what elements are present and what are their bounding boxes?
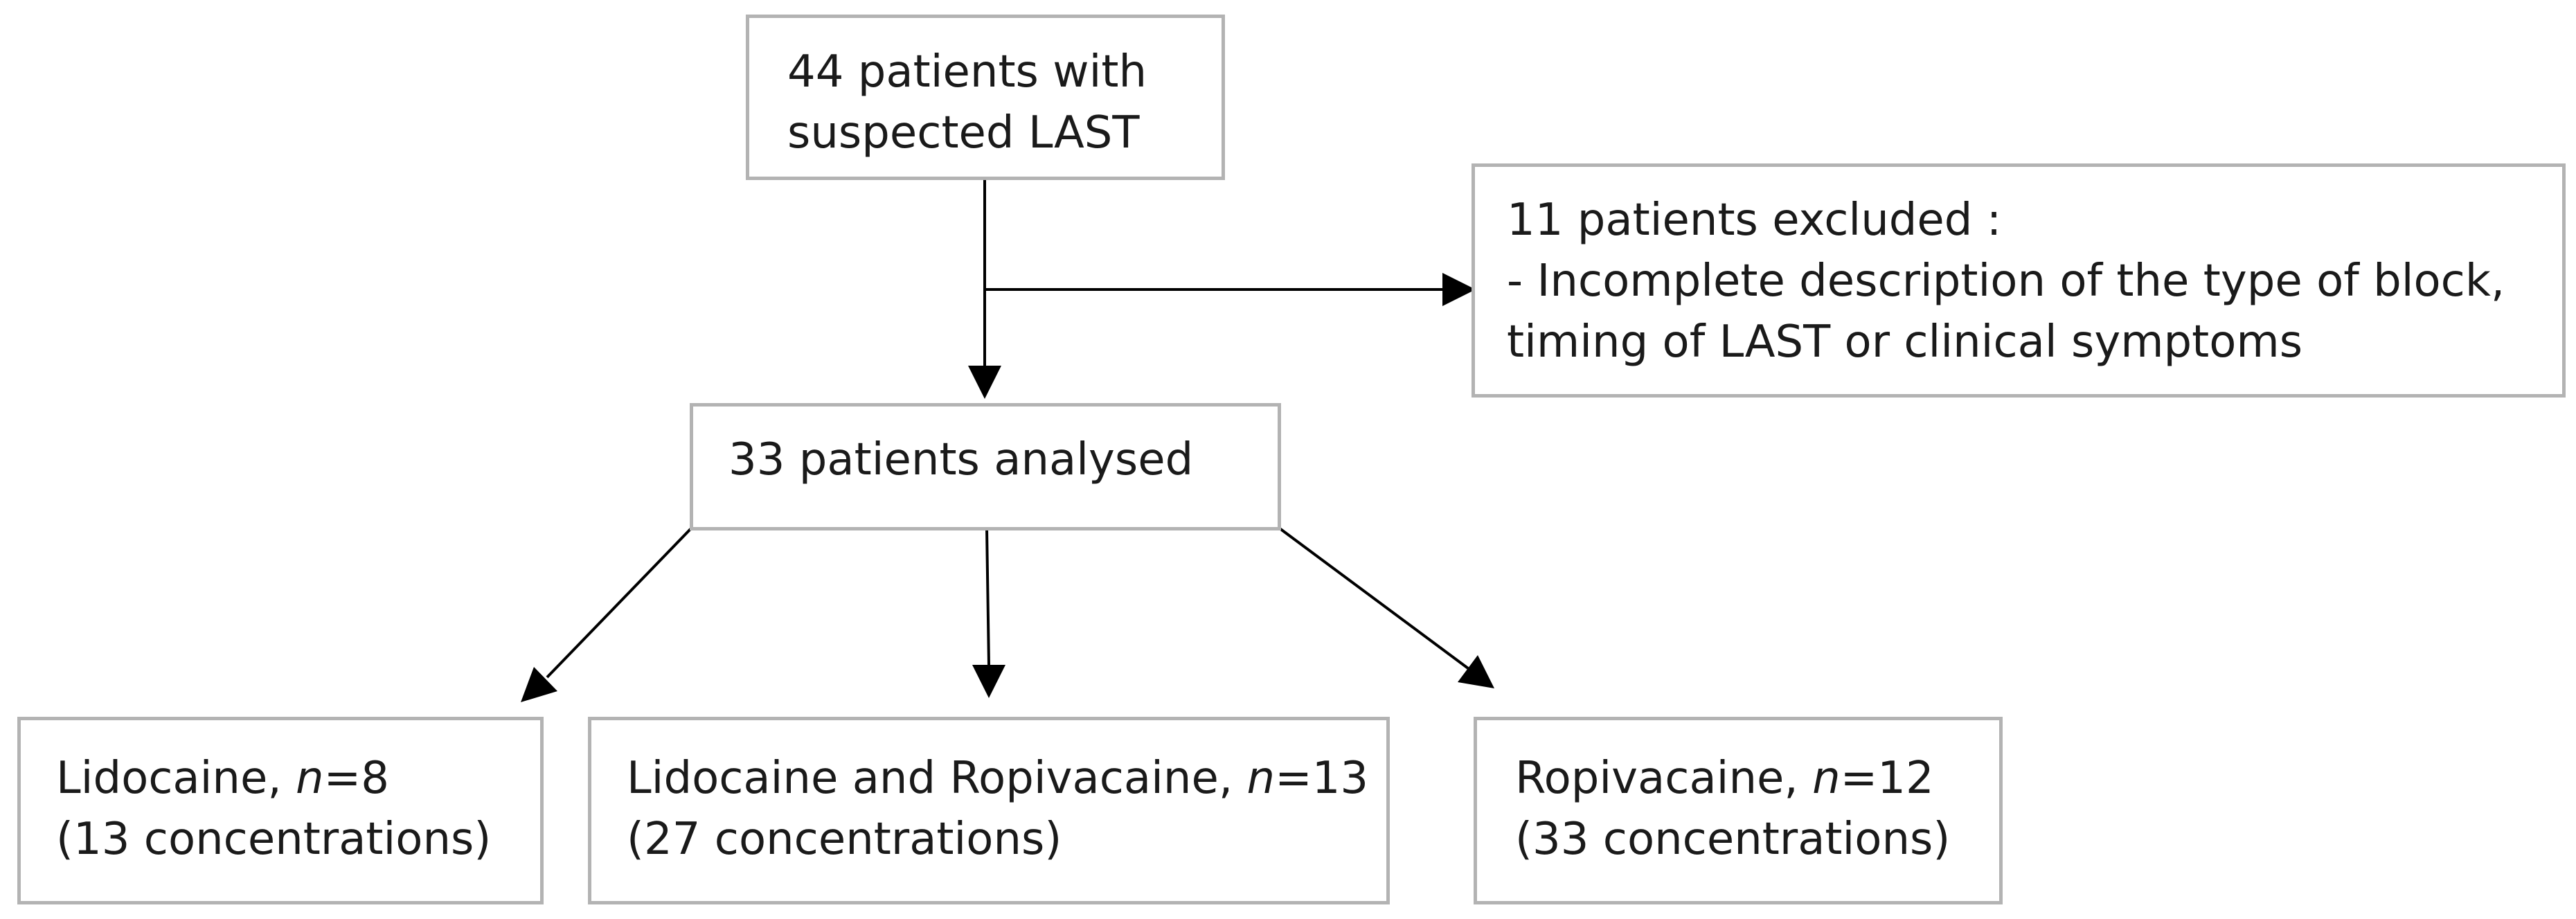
start-box-text: 44 patients with suspected LAST xyxy=(787,42,1147,163)
lidocaine-n-symbol: n xyxy=(296,753,324,804)
lidocaine-ropivacaine-n-symbol: n xyxy=(1246,753,1276,804)
excluded-line-2: - Incomplete description of the type of … xyxy=(1507,256,2505,307)
excluded-box-text: 11 patients excluded : - Incomplete desc… xyxy=(1507,190,2505,373)
lidocaine-ropivacaine-label: Lidocaine and Ropivacaine, xyxy=(627,753,1247,804)
excluded-line-1: 11 patients excluded : xyxy=(1507,195,2002,246)
arrowhead-lidocaine xyxy=(521,667,557,702)
excluded-box: 11 patients excluded : - Incomplete desc… xyxy=(1472,163,2566,398)
ropivacaine-label: Ropivacaine, xyxy=(1515,753,1813,804)
ropivacaine-line-1: Ropivacaine, n=12 xyxy=(1515,748,1950,809)
ropivacaine-box-text: Ropivacaine, n=12 (33 concentrations) xyxy=(1515,748,1950,870)
start-box: 44 patients with suspected LAST xyxy=(746,15,1225,180)
lidocaine-ropivacaine-box-text: Lidocaine and Ropivacaine, n=13 (27 conc… xyxy=(627,748,1368,870)
analysed-box: 33 patients analysed xyxy=(690,403,1281,530)
arrowhead-both xyxy=(972,665,1005,698)
lidocaine-detail: (13 concentrations) xyxy=(56,814,492,865)
arrow-analysed-to-both xyxy=(985,528,990,666)
arrowhead-ropivacaine xyxy=(1458,655,1494,688)
analysed-box-text: 33 patients analysed xyxy=(728,429,1193,490)
ropivacaine-n-value: =12 xyxy=(1840,753,1934,804)
lidocaine-ropivacaine-line-1: Lidocaine and Ropivacaine, n=13 xyxy=(627,748,1368,809)
analysed-line-1: 33 patients analysed xyxy=(728,434,1194,485)
ropivacaine-detail: (33 concentrations) xyxy=(1515,814,1951,865)
lidocaine-box: Lidocaine, n=8 (13 concentrations) xyxy=(17,717,544,904)
arrow-analysed-to-ropivacaine xyxy=(1278,527,1469,670)
lidocaine-ropivacaine-detail: (27 concentrations) xyxy=(627,814,1062,865)
arrowhead-excluded xyxy=(1442,273,1476,306)
lidocaine-ropivacaine-box: Lidocaine and Ropivacaine, n=13 (27 conc… xyxy=(588,717,1390,904)
lidocaine-ropivacaine-n-value: =13 xyxy=(1275,753,1369,804)
excluded-line-3: timing of LAST or clinical symptoms xyxy=(1507,316,2303,368)
lidocaine-n-value: =8 xyxy=(323,753,389,804)
lidocaine-box-text: Lidocaine, n=8 (13 concentrations) xyxy=(56,748,491,870)
ropivacaine-box: Ropivacaine, n=12 (33 concentrations) xyxy=(1474,717,2003,904)
arrow-analysed-to-lidocaine xyxy=(546,527,692,679)
arrowhead-analysed xyxy=(968,366,1001,399)
ropivacaine-n-symbol: n xyxy=(1812,753,1841,804)
lidocaine-label: Lidocaine, xyxy=(56,753,296,804)
start-line-1: 44 patients with xyxy=(787,46,1147,98)
start-line-2: suspected LAST xyxy=(787,107,1140,159)
lidocaine-line-1: Lidocaine, n=8 xyxy=(56,748,491,809)
